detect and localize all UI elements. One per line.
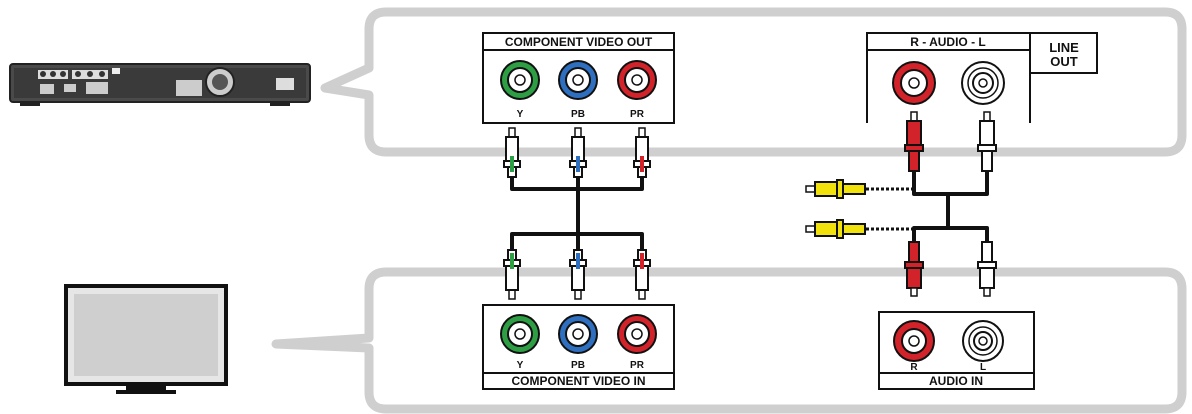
- component-video-cable: [503, 127, 651, 300]
- audio-in-label-r: R: [910, 362, 918, 373]
- top-audio-plug-l: [977, 111, 997, 172]
- audio-in-block: R L AUDIO IN: [878, 311, 1035, 390]
- component-video-out-block: COMPONENT VIDEO OUT Y PB PR: [482, 32, 675, 124]
- audio-in-title: AUDIO IN: [929, 374, 983, 388]
- top-plug-pr: [633, 127, 651, 178]
- yellow-video-plug-bottom: [805, 219, 866, 239]
- component-in-port-pb: [558, 314, 598, 354]
- component-out-label-pr: PR: [630, 109, 645, 120]
- yellow-video-plug-top: [805, 179, 866, 199]
- component-out-label-pb: PB: [571, 109, 585, 120]
- line-out-block: R - AUDIO - L LINE OUT: [866, 32, 1098, 123]
- component-in-label-y: Y: [517, 360, 524, 371]
- line-out-label-2: OUT: [1050, 54, 1078, 69]
- component-video-in-block: Y PB PR COMPONENT VIDEO IN: [482, 304, 675, 390]
- bottom-plug-y: [503, 249, 521, 300]
- component-in-port-pr: [617, 314, 657, 354]
- audio-in-port-r: [893, 320, 935, 362]
- bottom-plug-pb: [569, 249, 587, 300]
- audio-out-port-l: [961, 61, 1005, 105]
- player-device: [9, 63, 311, 106]
- audio-out-port-r: [892, 61, 936, 105]
- component-out-label-y: Y: [517, 109, 524, 120]
- bottom-audio-plug-l: [977, 241, 997, 297]
- audio-cable: [805, 111, 997, 297]
- component-video-in-title: COMPONENT VIDEO IN: [511, 374, 645, 388]
- bottom-plug-pr: [633, 249, 651, 300]
- component-out-port-y: [500, 60, 540, 100]
- top-audio-plug-r: [904, 111, 924, 172]
- top-plug-y: [503, 127, 521, 178]
- line-out-label-1: LINE: [1049, 40, 1079, 55]
- top-plug-pb: [569, 127, 587, 178]
- component-in-port-y: [500, 314, 540, 354]
- component-out-port-pb: [558, 60, 598, 100]
- audio-in-port-l: [962, 320, 1004, 362]
- audio-in-label-l: L: [980, 362, 986, 373]
- tv-device: [64, 284, 228, 394]
- top-callout-panel: [320, 7, 1187, 157]
- component-out-port-pr: [617, 60, 657, 100]
- component-in-label-pb: PB: [571, 360, 585, 371]
- component-video-out-title: COMPONENT VIDEO OUT: [505, 35, 653, 49]
- bottom-audio-plug-r: [904, 241, 924, 297]
- bottom-callout-panel: [271, 267, 1187, 414]
- audio-out-title: R - AUDIO - L: [910, 35, 986, 49]
- component-in-label-pr: PR: [630, 360, 645, 371]
